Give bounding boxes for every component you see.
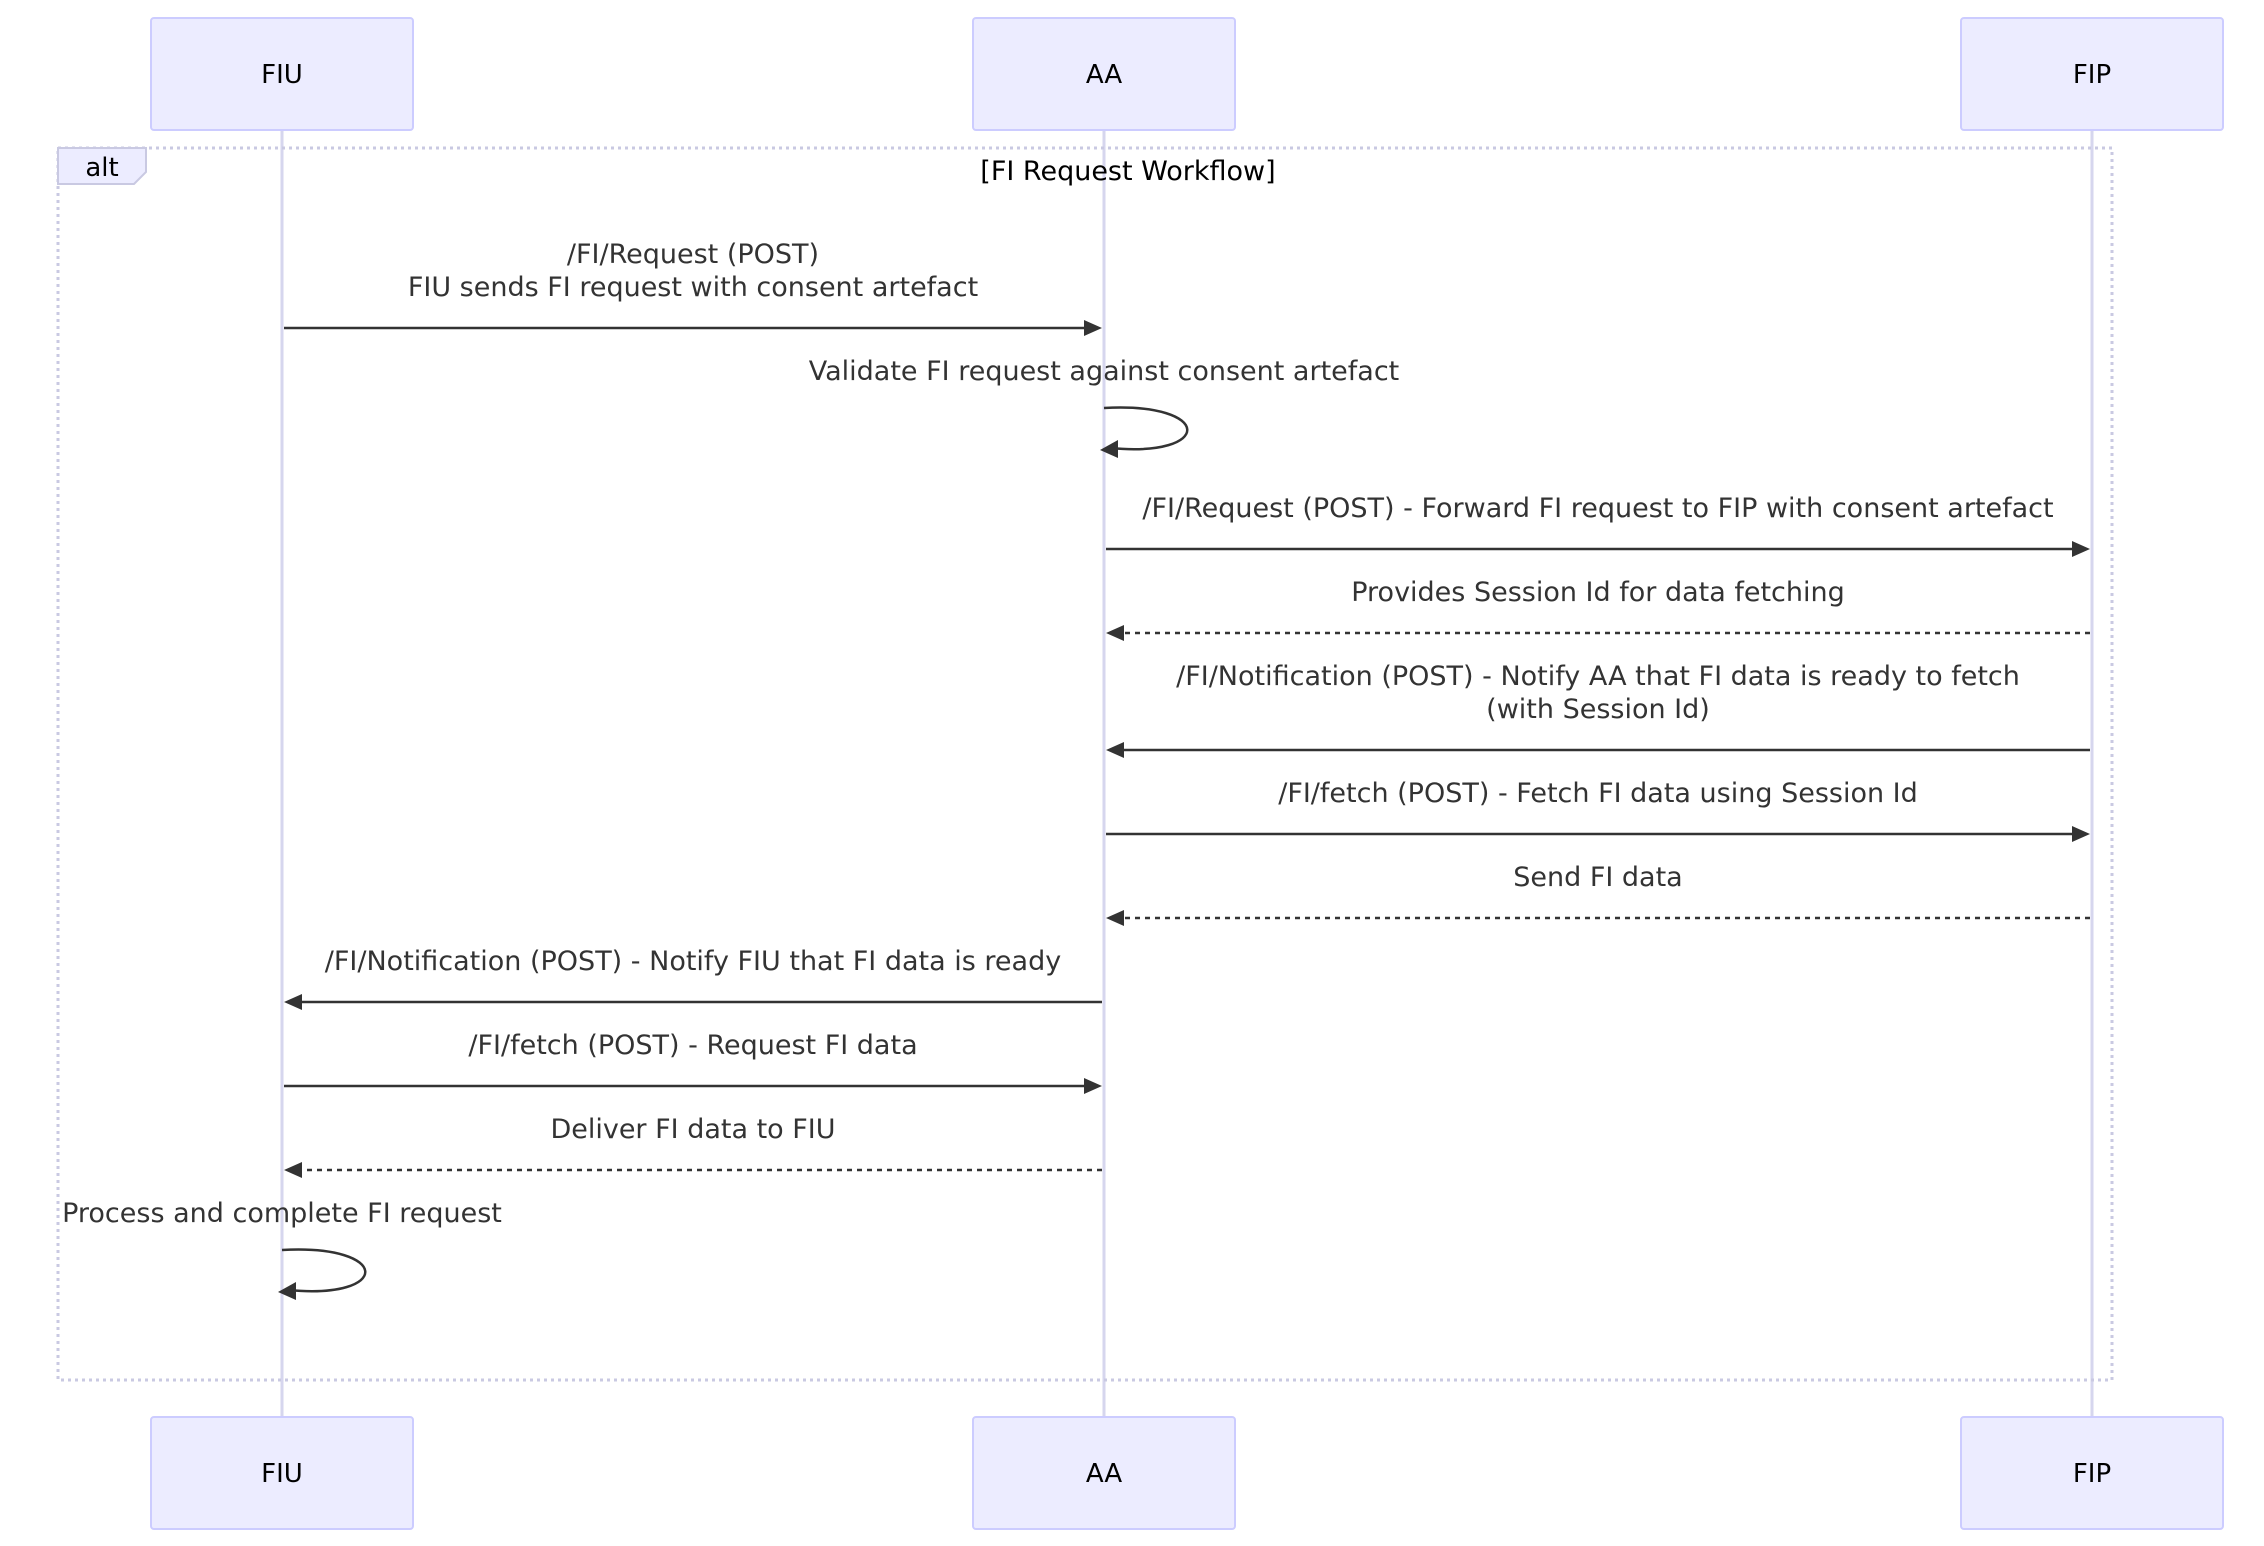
participant-top-fip: FIP: [1960, 17, 2224, 131]
message-8: /FI/Notification (POST) - Notify FIU tha…: [284, 946, 1102, 1010]
message-6: /FI/fetch (POST) - Fetch FI data using S…: [1106, 778, 2090, 842]
arrowhead: [284, 1162, 302, 1178]
message-label: /FI/fetch (POST) - Request FI data: [468, 1030, 917, 1061]
arrowhead: [1106, 742, 1124, 758]
participant-box: [1960, 1416, 2224, 1530]
participant-label: FIU: [261, 60, 303, 90]
message-label: /FI/Request (POST): [567, 239, 819, 270]
message-label: /FI/Notification (POST) - Notify FIU tha…: [325, 946, 1061, 977]
arrowhead: [1100, 440, 1118, 458]
self-loop-line: [281, 1248, 367, 1293]
alt-frame-title: [FI Request Workflow]: [980, 156, 1275, 187]
arrowhead: [1084, 1078, 1102, 1094]
message-7: Send FI data: [1106, 862, 2090, 926]
lifelines: [280, 130, 2094, 1417]
participant-label: AA: [1086, 60, 1123, 90]
participant-bottom-fip: FIP: [1960, 1416, 2224, 1530]
message-10: Deliver FI data to FIU: [284, 1114, 1102, 1178]
alt-frame-type-label: alt: [85, 153, 118, 183]
message-label: Validate FI request against consent arte…: [809, 356, 1400, 387]
participant-label: FIP: [2073, 1459, 2111, 1489]
arrowhead: [1106, 625, 1124, 641]
message-3: /FI/Request (POST) - Forward FI request …: [1106, 493, 2090, 557]
message-2: Validate FI request against consent arte…: [809, 356, 1400, 458]
message-1: /FI/Request (POST)FIU sends FI request w…: [284, 239, 1102, 336]
messages: /FI/Request (POST)FIU sends FI request w…: [62, 239, 2090, 1300]
arrowhead: [2072, 541, 2090, 557]
message-label: FIU sends FI request with consent artefa…: [408, 272, 978, 303]
arrowhead: [1084, 320, 1102, 336]
message-label: /FI/Notification (POST) - Notify AA that…: [1176, 661, 2020, 692]
arrowhead: [278, 1282, 296, 1300]
message-label: /FI/Request (POST) - Forward FI request …: [1142, 493, 2053, 524]
participant-bottom-aa: AA: [972, 1416, 1236, 1530]
message-label: (with Session Id): [1486, 694, 1710, 725]
arrowhead: [2072, 826, 2090, 842]
alt-frame-tab: [57, 147, 147, 185]
message-5: /FI/Notification (POST) - Notify AA that…: [1106, 661, 2090, 758]
participant-box: [972, 1416, 1236, 1530]
participant-box: [972, 17, 1236, 131]
message-label: Send FI data: [1513, 862, 1682, 893]
message-4: Provides Session Id for data fetching: [1106, 577, 2090, 641]
participant-top-aa: AA: [972, 17, 1236, 131]
participant-top-fiu: FIU: [150, 17, 414, 131]
message-label: Process and complete FI request: [62, 1198, 502, 1229]
message-9: /FI/fetch (POST) - Request FI data: [284, 1030, 1102, 1094]
message-11: Process and complete FI request: [62, 1198, 502, 1300]
participant-label: FIU: [261, 1459, 303, 1489]
message-label: Deliver FI data to FIU: [550, 1114, 835, 1145]
arrowhead: [284, 994, 302, 1010]
participant-box: [150, 1416, 414, 1530]
alt-frame: alt [FI Request Workflow]: [56, 146, 2114, 1382]
message-label: Provides Session Id for data fetching: [1351, 577, 1845, 608]
alt-frame-border: [56, 146, 2114, 1382]
participant-box: [1960, 17, 2224, 131]
participant-label: FIP: [2073, 60, 2111, 90]
participant-bottom-fiu: FIU: [150, 1416, 414, 1530]
participant-box: [150, 17, 414, 131]
participant-label: AA: [1086, 1459, 1123, 1489]
participants: FIU FIU AA AA FIP FIP: [150, 17, 2224, 1530]
arrowhead: [1106, 910, 1124, 926]
message-label: /FI/fetch (POST) - Fetch FI data using S…: [1278, 778, 1918, 809]
self-loop-line: [1103, 406, 1189, 451]
